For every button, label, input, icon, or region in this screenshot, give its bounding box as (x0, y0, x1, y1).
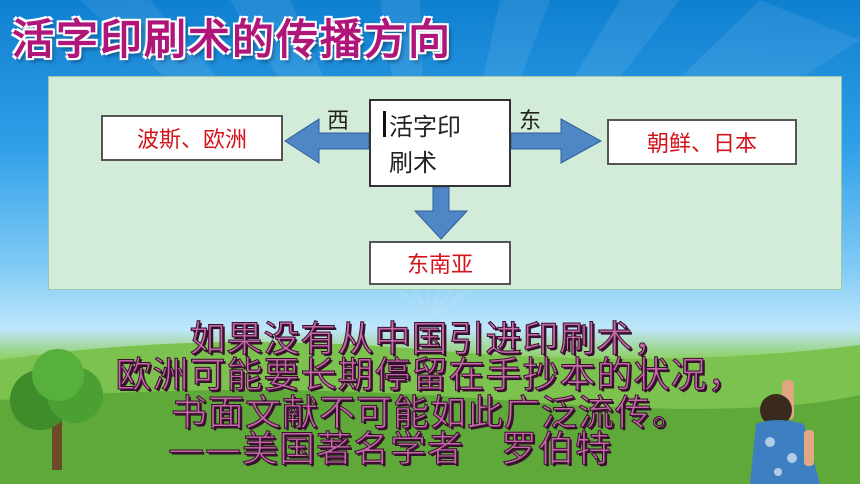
diagram-panel: 西 东 活字印 刷术 波斯、欧洲 朝鲜、日本 东南亚 (48, 76, 842, 290)
center-line-2: 刷术 (389, 149, 437, 177)
west-target-box: 波斯、欧洲 (101, 115, 283, 161)
arrow-west-icon (284, 118, 370, 164)
west-label: 西 (327, 109, 350, 134)
arrow-south-icon (413, 186, 469, 240)
arrow-east-icon (510, 118, 603, 164)
text-cursor (383, 111, 386, 137)
quote-line-2: 欧洲可能要长期停留在手抄本的状况， (115, 355, 745, 397)
page-title: 活字印刷术的传播方向 (12, 15, 453, 64)
east-target-box: 朝鲜、日本 (607, 119, 797, 165)
center-line-1: 活字印 (389, 113, 461, 141)
quote-line-1: 如果没有从中国引进印刷术， (189, 319, 671, 361)
movable-type-box: 活字印 刷术 (369, 99, 511, 187)
east-label: 东 (519, 109, 542, 134)
arrows (284, 118, 603, 240)
quote-line-3: 书面文献不可能如此广泛流传。 (170, 393, 689, 435)
south-target-box: 东南亚 (369, 241, 511, 285)
quote-line-4: ——美国著名学者 罗伯特 (167, 429, 612, 471)
boy-illustration-icon (750, 380, 820, 484)
